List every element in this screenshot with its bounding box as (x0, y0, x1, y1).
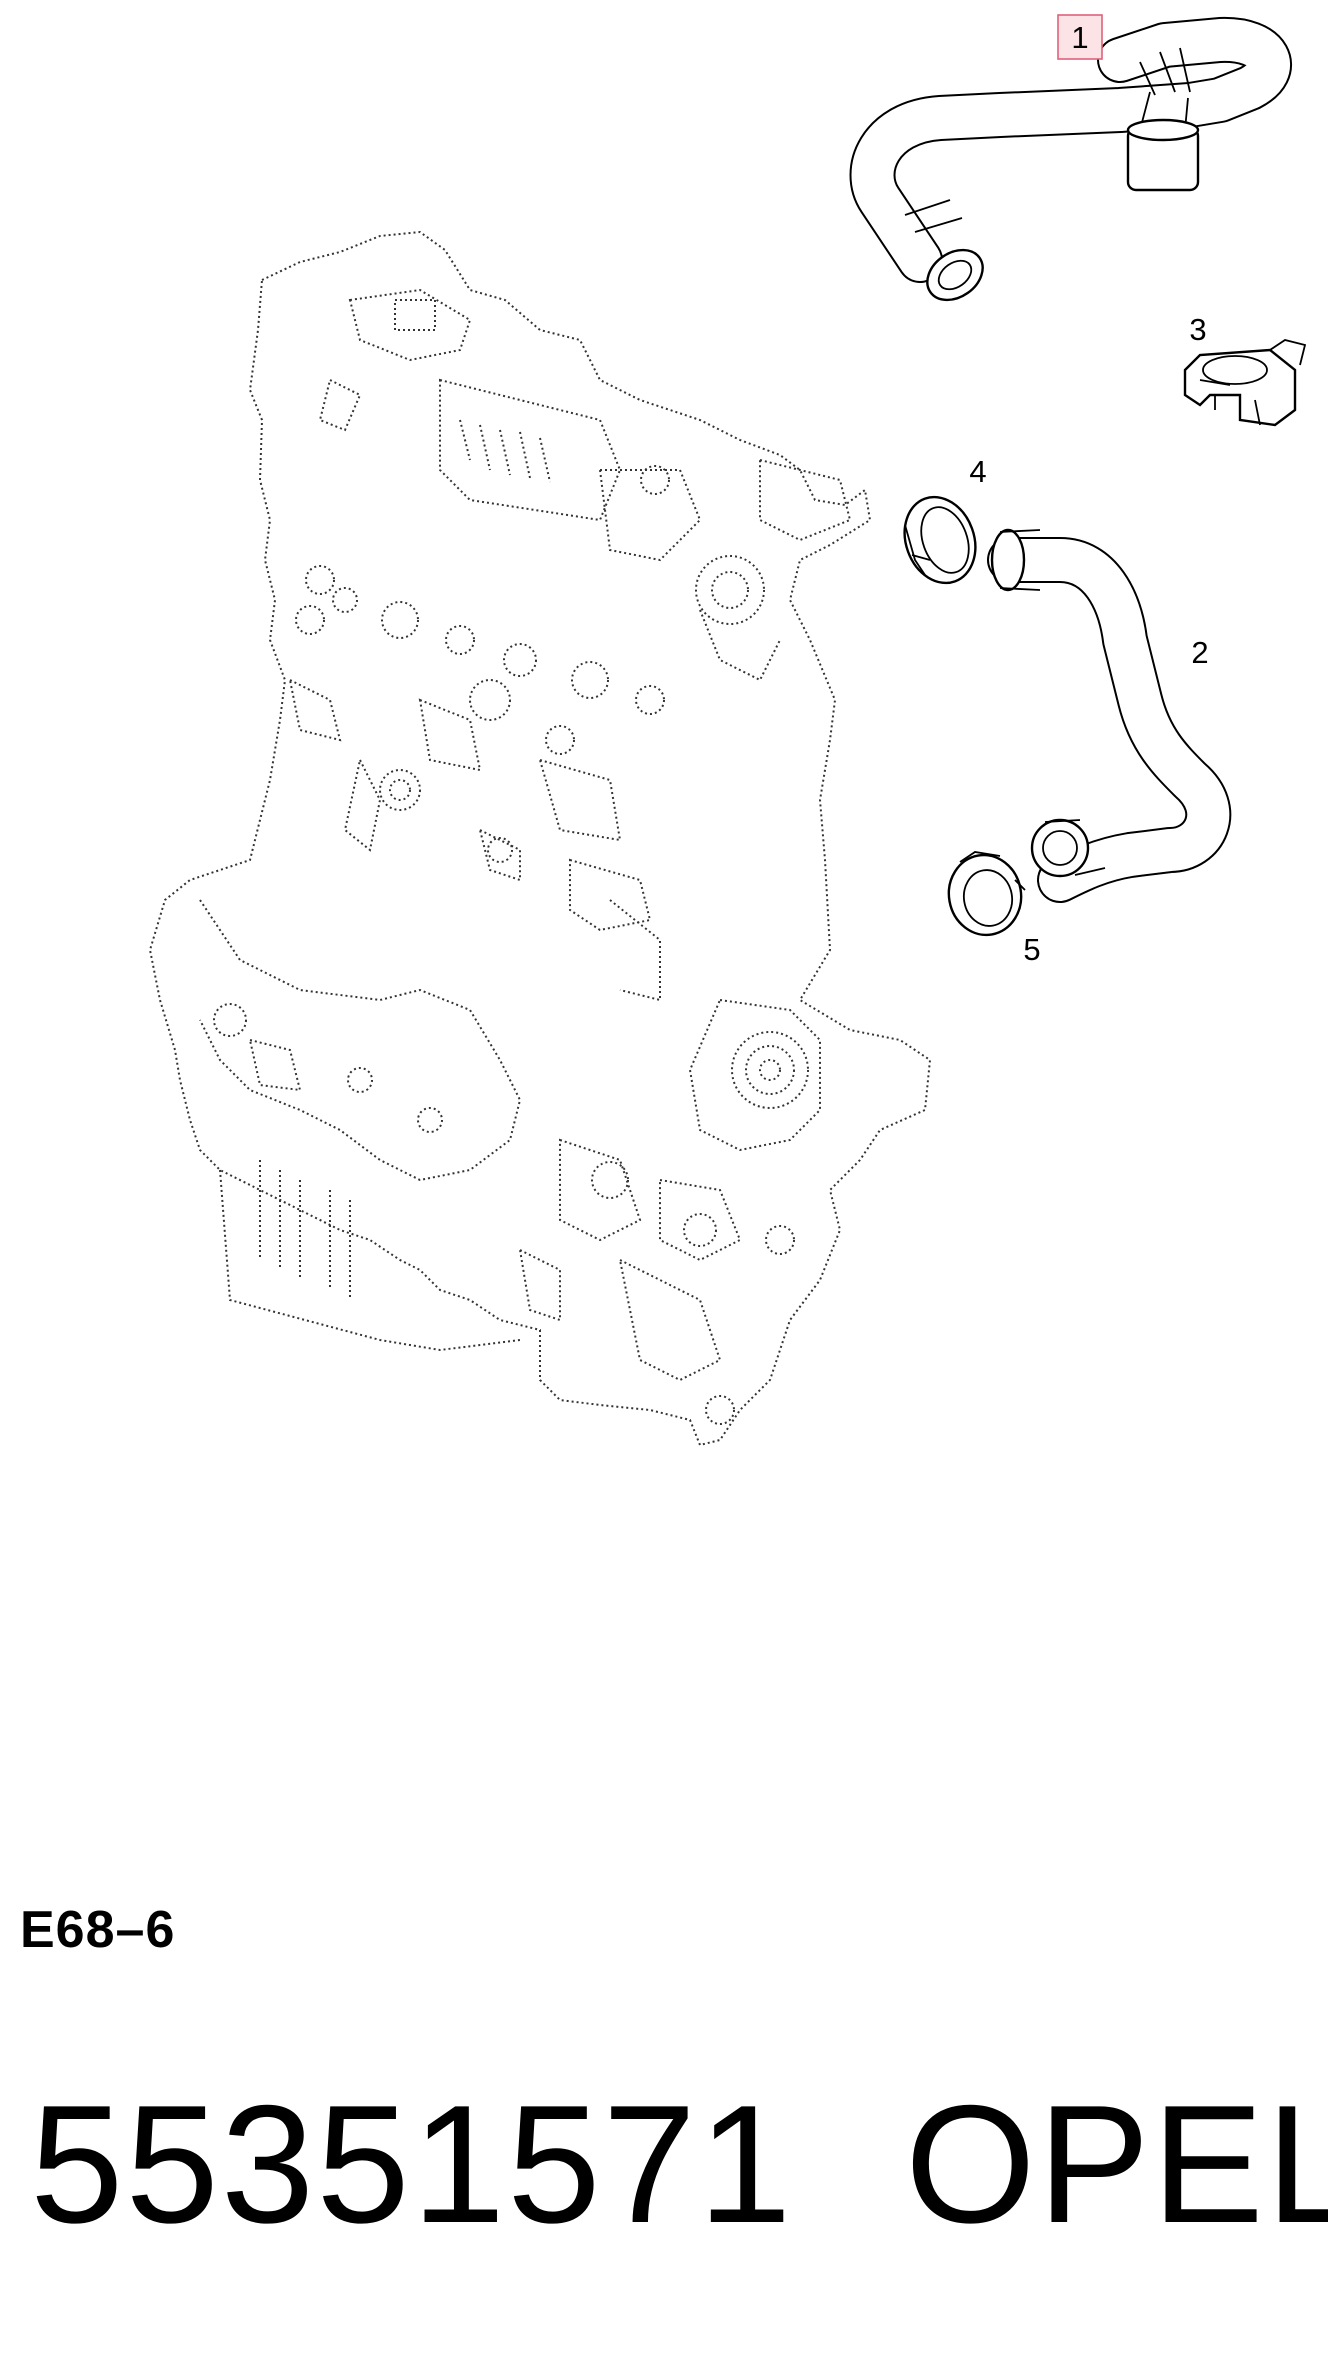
clamp-part-5[interactable] (943, 849, 1028, 940)
callout-3-label[interactable]: 3 (1189, 312, 1206, 347)
parts-diagram: 1 3 4 2 5 (148, 14, 1307, 1447)
group-code: E68–6 (20, 1901, 176, 1959)
hose-part-2[interactable] (987, 528, 1232, 903)
callout-2-label[interactable]: 2 (1191, 635, 1208, 670)
clip-part-3[interactable] (1183, 339, 1307, 427)
callout-5-label[interactable]: 5 (1023, 932, 1040, 967)
callout-1-highlight (1057, 14, 1103, 60)
clamp-part-4[interactable] (893, 487, 987, 593)
callout-1[interactable]: 1 (1057, 14, 1103, 60)
part-number: 55351571 (30, 2070, 794, 2258)
brand-name: OPEL (905, 2070, 1328, 2258)
callout-1-label: 1 (1071, 20, 1088, 55)
engine-outline (148, 230, 932, 1447)
hose-part-1[interactable] (849, 16, 1292, 310)
callout-4-label[interactable]: 4 (969, 454, 986, 489)
